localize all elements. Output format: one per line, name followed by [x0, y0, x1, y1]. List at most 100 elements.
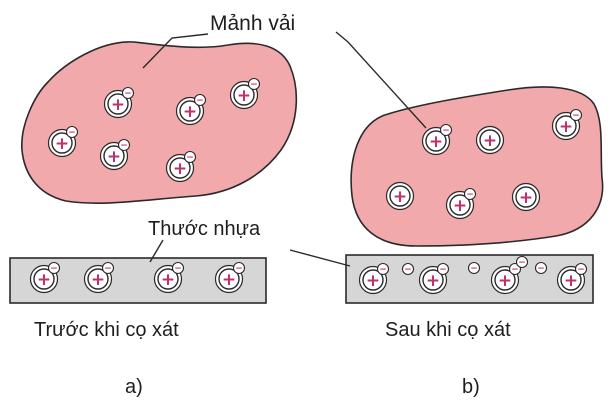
- positive-sign: +: [519, 188, 533, 208]
- positive-sign: +: [183, 102, 197, 122]
- negative-sign: −: [439, 265, 447, 275]
- atom-negative-ion: +−: [556, 262, 588, 295]
- positive-sign: +: [173, 159, 187, 179]
- label-ruler: Thước nhựa: [148, 218, 261, 240]
- positive-sign: +: [453, 196, 467, 216]
- negative-sign: −: [250, 80, 258, 90]
- positive-sign: +: [222, 270, 236, 290]
- positive-sign: +: [107, 147, 121, 167]
- part-label-a: a): [125, 376, 143, 398]
- electron: [534, 261, 548, 275]
- nucleus: [449, 194, 471, 216]
- negative-sign: −: [196, 96, 204, 106]
- atom-neutral: +−: [99, 138, 131, 171]
- negative-sign: −: [404, 265, 412, 275]
- electron: [247, 77, 261, 91]
- positive-sign: +: [111, 95, 125, 115]
- leader-lines: [142, 31, 427, 267]
- negative-sign: −: [174, 264, 182, 274]
- positive-sign: +: [393, 187, 407, 207]
- cloth-a: [21, 41, 298, 204]
- cloth-b: [350, 86, 604, 247]
- electron: [574, 262, 588, 276]
- negative-sign: −: [235, 264, 243, 274]
- atom-neutral: +−: [175, 93, 207, 126]
- negative-sign: −: [50, 264, 58, 274]
- caption-before: Trước khi cọ xát: [34, 319, 179, 341]
- electron: [65, 125, 79, 139]
- atom-negative-ion: +−: [418, 262, 450, 295]
- nucleus: [157, 268, 179, 290]
- negative-sign: −: [466, 190, 474, 200]
- atom-neutral: +−: [214, 261, 246, 294]
- nucleus: [103, 145, 125, 167]
- negative-sign: −: [572, 111, 580, 121]
- ruler-a-atoms: +− +− +− +−: [29, 261, 246, 294]
- free-electron: −: [467, 261, 481, 274]
- electron: [463, 187, 477, 201]
- nucleus: [479, 129, 501, 151]
- cloth-b-atoms: +− + +− + +− +: [385, 108, 583, 220]
- positive-sign: +: [429, 132, 443, 152]
- negative-sign: −: [442, 126, 450, 136]
- nucleus: [555, 115, 577, 137]
- nucleus: [169, 157, 191, 179]
- label-cloth: Mảnh vải: [210, 12, 295, 35]
- atom-positive-ion: +−: [445, 187, 477, 220]
- atom-positive-ion: +: [511, 182, 541, 212]
- atom-neutral: +−: [29, 261, 61, 294]
- nucleus: [233, 84, 255, 106]
- electron: [121, 86, 135, 100]
- positive-sign: +: [483, 131, 497, 151]
- nucleus: [107, 93, 129, 115]
- negative-sign: −: [537, 264, 545, 274]
- electron: [232, 261, 246, 275]
- nucleus: [179, 100, 201, 122]
- free-electron: −: [401, 262, 415, 275]
- atom-positive-ion: +−: [551, 108, 583, 141]
- atom-neutral: +−: [83, 261, 115, 294]
- electron: [101, 261, 115, 275]
- ruler-a-pointer: [149, 239, 164, 263]
- electron: [439, 123, 453, 137]
- atom-neutral: +−: [165, 150, 197, 183]
- ruler-b-pointer: [289, 249, 351, 267]
- nucleus: [51, 132, 73, 154]
- positive-sign: +: [426, 271, 440, 291]
- negative-sign: −: [518, 258, 526, 268]
- electron: [193, 93, 207, 107]
- positive-sign: +: [161, 270, 175, 290]
- negative-sign: −: [120, 141, 128, 151]
- free-electron: −: [534, 261, 548, 275]
- positive-sign: +: [55, 134, 69, 154]
- electron: [47, 261, 61, 275]
- electron: [171, 261, 185, 275]
- atom-neutral: +−: [103, 86, 135, 119]
- nucleus: [515, 186, 537, 208]
- panel-a: +− +− +− +− +− +− +− +− +− +−: [9, 41, 298, 304]
- nucleus: [362, 269, 384, 291]
- caption-after: Sau khi cọ xát: [385, 319, 511, 341]
- negative-sign: −: [511, 265, 519, 275]
- negative-sign: −: [104, 264, 112, 274]
- positive-sign: +: [564, 271, 578, 291]
- cloth-b-pointer: [335, 31, 427, 129]
- negative-sign: −: [577, 265, 585, 275]
- electron: [117, 138, 131, 152]
- ruler-b-atoms: +− +− +− +−: [358, 262, 588, 295]
- free-electron: −: [515, 255, 529, 269]
- atom-neutral: +−: [153, 261, 185, 294]
- positive-sign: +: [498, 271, 512, 291]
- atom-neutral: +−: [229, 77, 261, 110]
- electron: [515, 255, 529, 269]
- atom-positive-ion: +−: [421, 123, 453, 156]
- nucleus: [422, 269, 444, 291]
- negative-sign: −: [379, 265, 387, 275]
- atom-neutral: +−: [47, 125, 79, 158]
- atom-positive-ion: +: [385, 181, 415, 211]
- nucleus: [425, 130, 447, 152]
- part-label-b: b): [462, 376, 480, 398]
- panel-b: +− + +− + +− + +− +− +− +− − − − −: [345, 86, 604, 304]
- nucleus: [560, 269, 582, 291]
